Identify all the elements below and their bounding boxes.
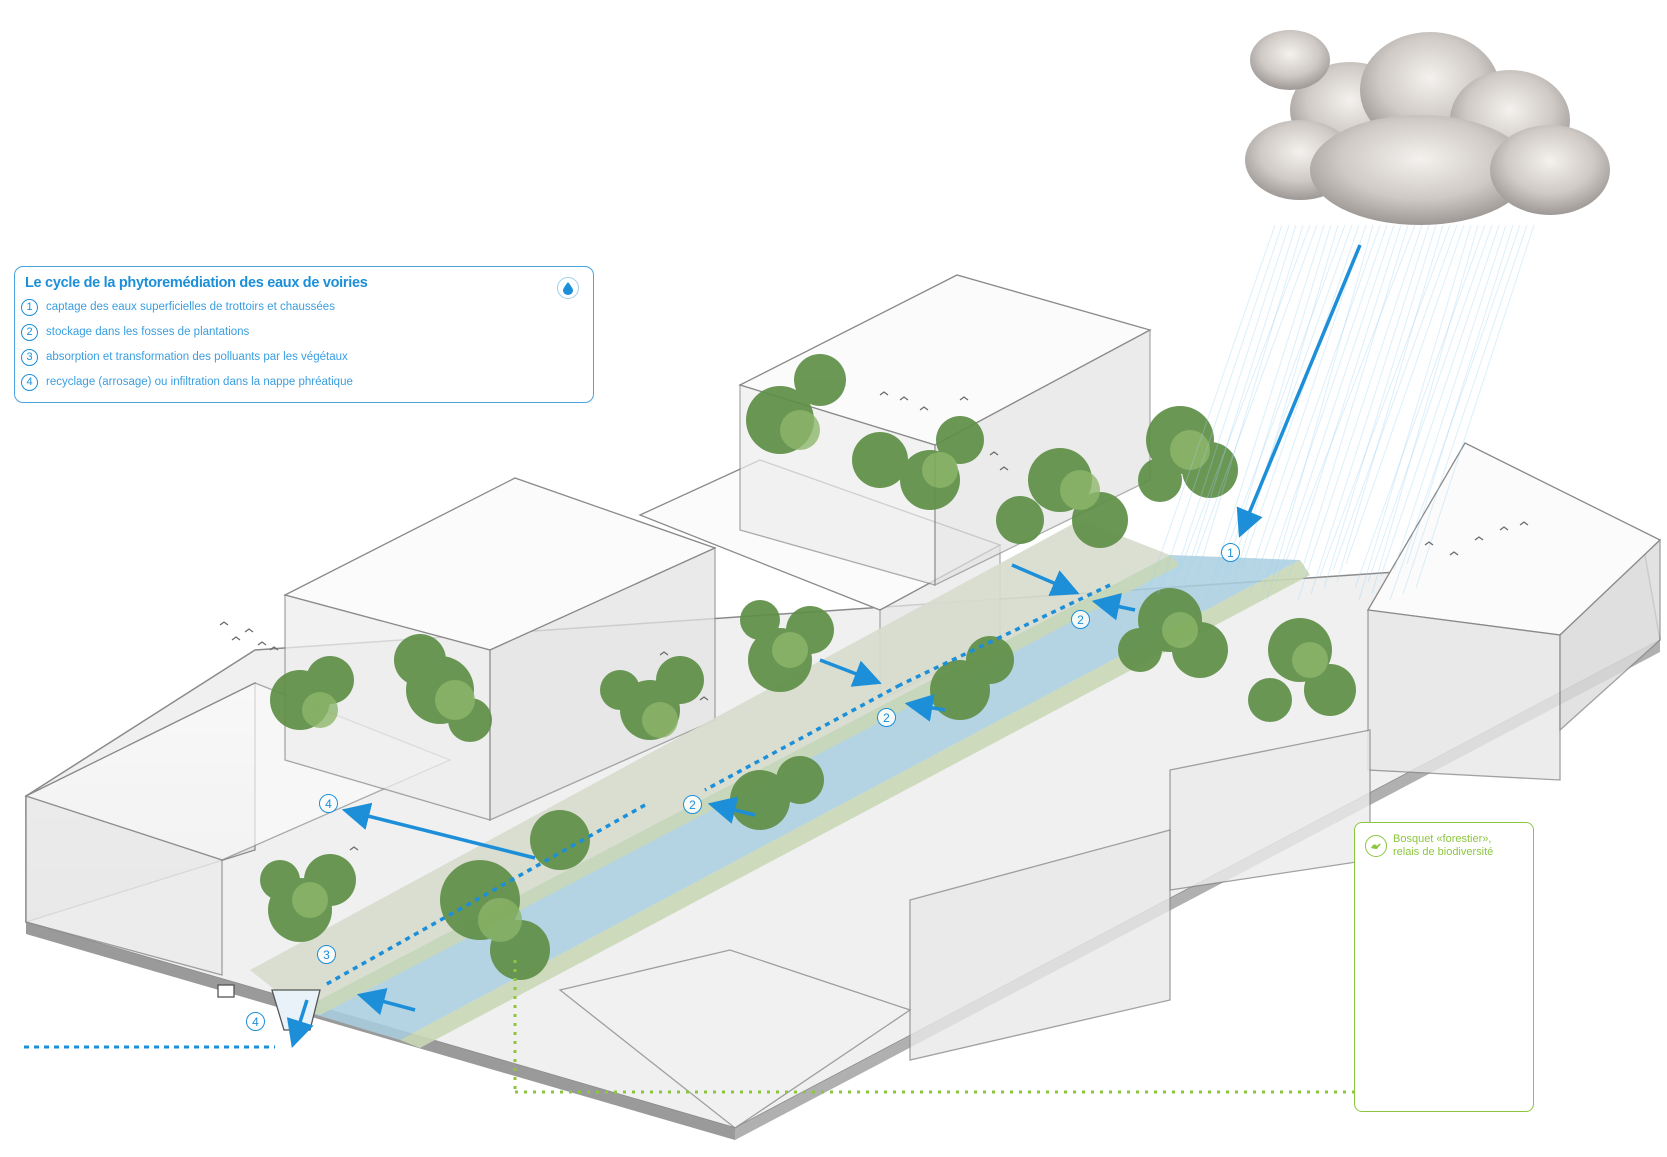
water-flow-arrows	[286, 244, 1362, 1049]
step-marker-2: 2	[683, 795, 702, 814]
legend-text: recyclage (arrosage) ou infiltration dan…	[46, 376, 353, 388]
rain-line	[1262, 224, 1388, 589]
building-right	[1366, 442, 1662, 781]
bosquet-caption-line-2: relais de biodiversité	[1393, 846, 1494, 858]
legend-item-1: 1 captage des eaux superficielles de tro…	[21, 297, 335, 317]
rain-line	[1288, 224, 1402, 577]
step-marker-1: 1	[1221, 543, 1240, 562]
bosquet-caption: Bosquet «forestier», relais de biodivers…	[1393, 833, 1493, 859]
legend-number: 2	[21, 323, 38, 341]
rain-line	[1336, 224, 1444, 583]
rain-line	[1196, 224, 1304, 577]
rain-line	[1345, 224, 1465, 565]
rain-line	[1266, 224, 1374, 601]
rain-line	[1214, 224, 1346, 583]
rain-line	[1371, 224, 1479, 595]
water-drop-icon	[557, 277, 579, 299]
legend-item-3: 3 absorption et transformation des pollu…	[21, 347, 348, 367]
rain-line	[1402, 224, 1528, 595]
rain-line	[1192, 224, 1318, 565]
rain-line	[1301, 224, 1409, 571]
rain-line	[1144, 224, 1276, 601]
rain-line	[1179, 224, 1311, 571]
legend-item-4: 4 recyclage (arrosage) ou infiltration d…	[21, 372, 353, 392]
legend-text: captage des eaux superficielles de trott…	[46, 301, 335, 313]
dotted-biodiversity-link	[513, 960, 1354, 1094]
bird-icon	[1365, 835, 1387, 857]
rain-line	[1297, 224, 1423, 601]
step-marker-4: 4	[319, 794, 338, 813]
rain-line	[1275, 224, 1395, 583]
step-marker-4: 4	[246, 1012, 265, 1031]
rain-line	[1157, 224, 1283, 595]
rain-line	[1367, 224, 1493, 583]
rain-lines	[1144, 224, 1535, 601]
rain-line	[1380, 224, 1500, 577]
rain-line	[1323, 224, 1437, 589]
rain-line	[1415, 224, 1535, 589]
bosquet-caption-line-1: Bosquet «forestier»,	[1393, 833, 1492, 845]
vegetation	[260, 354, 1356, 980]
rain-line	[1389, 224, 1521, 601]
rain-line	[1284, 224, 1416, 565]
rain-line	[1253, 224, 1367, 565]
legend-number: 3	[21, 348, 38, 366]
rain-line	[1393, 224, 1507, 571]
rain-line	[1354, 224, 1486, 589]
step-marker-2: 2	[1071, 610, 1090, 629]
legend-item-2: 2 stockage dans les fosses de plantation…	[21, 322, 249, 342]
legend-number: 1	[21, 298, 38, 316]
phytoremediation-legend: Le cycle de la phytoremédiation des eaux…	[14, 266, 594, 403]
rain-line	[1319, 224, 1451, 577]
birds	[219, 391, 1529, 851]
rain-line	[1358, 224, 1472, 601]
dotted-water-path	[24, 583, 1111, 1049]
rain-line	[1218, 224, 1332, 595]
rain-line	[1310, 224, 1430, 595]
rain-line	[1183, 224, 1297, 583]
rain-cloud-illustration	[1245, 30, 1610, 225]
rain-line	[1249, 224, 1381, 595]
rain-line	[1332, 224, 1458, 571]
legend-title: Le cycle de la phytoremédiation des eaux…	[25, 275, 368, 291]
legend-number: 4	[21, 373, 38, 391]
rain-line	[1205, 224, 1325, 601]
building-front-right	[558, 729, 1371, 1129]
rain-line	[1406, 224, 1514, 565]
rain-line	[1170, 224, 1290, 589]
legend-text: stockage dans les fosses de plantations	[46, 326, 250, 338]
step-marker-3: 3	[317, 945, 336, 964]
bosquet-forestier-panel: Bosquet «forestier», relais de biodivers…	[1354, 822, 1534, 1112]
step-marker-2: 2	[877, 708, 896, 727]
legend-text: absorption et transformation des polluan…	[46, 351, 348, 363]
